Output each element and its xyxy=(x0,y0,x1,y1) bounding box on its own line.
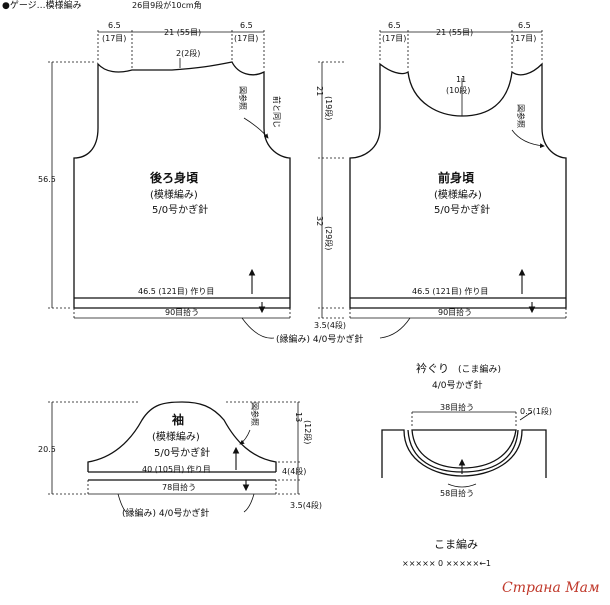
collar-subtitle: (こま編み) xyxy=(458,363,501,375)
sleeve-cap-rows: (12段) xyxy=(303,420,313,444)
sleeve-ref-diagram: 図参照 xyxy=(250,402,260,426)
back-top-mid-width: 21 (55目) xyxy=(164,28,201,37)
back-body-outline xyxy=(73,61,291,309)
collar-neckline-shape xyxy=(381,411,547,488)
front-armhole-height: 21 xyxy=(315,86,324,96)
gauge-label: ●ゲージ…模様編み xyxy=(2,0,82,11)
front-pattern: (模様編み) xyxy=(434,188,482,201)
front-hook: 5/0号かぎ針 xyxy=(434,203,490,216)
back-hook: 5/0号かぎ針 xyxy=(152,203,208,216)
back-top-left-stitches: (17目) xyxy=(102,34,126,43)
front-top-right-stitches: (17目) xyxy=(512,34,536,43)
back-top-dimensions xyxy=(97,30,265,70)
sleeve-pattern: (模様編み) xyxy=(152,430,200,443)
sleeve-foundation-label: 40 (105目) 作り目 xyxy=(142,464,211,474)
sleeve-edge-height: 3.5(4段) xyxy=(290,500,322,510)
front-armhole-rows: (19段) xyxy=(324,96,334,120)
front-body-rows: (29段) xyxy=(324,226,334,250)
back-top-left-width: 6.5 xyxy=(108,21,121,30)
front-top-mid-width: 21 (55目) xyxy=(436,28,473,37)
watermark-logo: Страна Мам xyxy=(502,580,600,596)
front-pickup-label: 90目拾う xyxy=(438,307,472,317)
front-top-right-width: 6.5 xyxy=(518,21,531,30)
front-top-left-stitches: (17目) xyxy=(382,34,406,43)
back-title: 後ろ身頃 xyxy=(150,170,199,185)
back-height-total: 56.5 xyxy=(38,175,56,184)
front-body-height: 32 xyxy=(315,216,324,226)
back-top-right-width: 6.5 xyxy=(240,21,253,30)
sleeve-right-dimensions xyxy=(226,401,302,495)
front-title: 前身頃 xyxy=(438,170,475,185)
collar-hook: 4/0号かぎ針 xyxy=(432,379,483,391)
sleeve-title: 袖 xyxy=(172,412,184,427)
gauge-value: 26目9段が10cm角 xyxy=(132,0,202,10)
front-foundation-label: 46.5 (121目) 作り目 xyxy=(412,286,488,296)
sleeve-hook: 5/0号かぎ針 xyxy=(154,446,210,459)
center-height-dimensions xyxy=(318,61,346,319)
front-top-left-width: 6.5 xyxy=(388,21,401,30)
back-ref-diagram: 図参照 xyxy=(238,86,248,110)
sleeve-height-total: 20.5 xyxy=(38,445,56,454)
back-height-dimension xyxy=(48,61,96,309)
edging-label: (縁編み) 4/0号かぎ針 xyxy=(276,333,363,345)
edging-height: 3.5(4段) xyxy=(314,320,346,330)
back-neck-depth: 2(2段) xyxy=(176,48,200,58)
back-top-right-stitches: (17目) xyxy=(234,34,258,43)
sleeve-side-height: 4(4段) xyxy=(282,466,306,476)
front-neck-depth: 11 xyxy=(456,75,466,84)
front-body-outline xyxy=(349,62,567,309)
sleeve-left-dimension xyxy=(48,401,140,495)
collar-bottom-pickup: 58目拾う xyxy=(440,488,474,498)
sleeve-edging-label: (縁編み) 4/0号かぎ針 xyxy=(122,507,209,519)
back-pickup-label: 90目拾う xyxy=(165,307,199,317)
front-ref-diagram: 図参照 xyxy=(516,104,526,128)
collar-title: 衿ぐり xyxy=(416,361,449,375)
stitch-key-title: こま編み xyxy=(434,537,478,551)
sleeve-pickup-label: 78目拾う xyxy=(162,482,196,492)
back-pattern: (模様編み) xyxy=(150,188,198,201)
collar-top-pickup: 38目拾う xyxy=(440,402,474,412)
sleeve-cap-height: 13 xyxy=(294,412,303,422)
front-neck-rows: (10段) xyxy=(446,85,470,95)
back-same-as-front: 前と同じ xyxy=(272,96,282,128)
front-body-panel xyxy=(349,62,567,319)
back-body-panel xyxy=(73,61,291,319)
stitch-key-chart: ××××× 0 ×××××←1 xyxy=(402,559,491,568)
front-top-dimensions xyxy=(379,30,543,70)
back-foundation-label: 46.5 (121目) 作り目 xyxy=(138,286,214,296)
collar-depth: 0.5(1段) xyxy=(520,406,552,416)
